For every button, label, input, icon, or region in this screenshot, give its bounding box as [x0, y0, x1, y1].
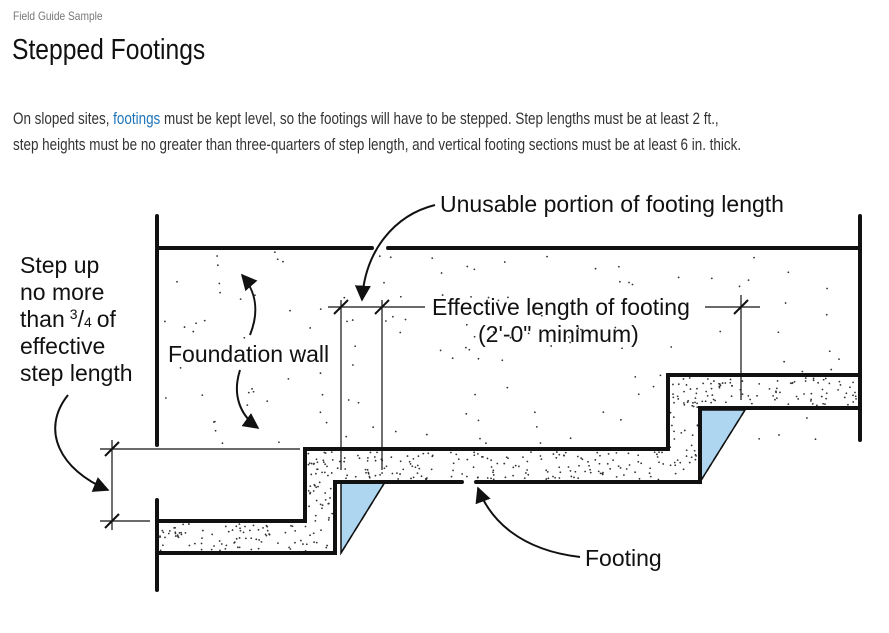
- wall-outline: [155, 214, 862, 592]
- leader-arrows: [54, 204, 581, 558]
- concrete-stipple: [159, 251, 857, 552]
- footings-link[interactable]: footings: [113, 110, 161, 128]
- label-effective-length: Effective length of footing: [432, 294, 690, 320]
- svg-text:Step up: Step up: [20, 252, 99, 278]
- page-title: Stepped Footings: [12, 34, 206, 66]
- intro-text: On sloped sites,: [13, 110, 114, 128]
- intro-text: step heights must be no greater than thr…: [13, 136, 742, 154]
- intro-paragraph: On sloped sites, footings must be kept l…: [13, 106, 741, 158]
- section-kicker: Field Guide Sample: [13, 9, 103, 23]
- dimension-lines: [100, 295, 760, 530]
- label-foundation-wall: Foundation wall: [168, 341, 329, 367]
- svg-text:no more: no more: [20, 279, 104, 305]
- dimension-ticks: [104, 299, 749, 529]
- intro-text: must be kept level, so the footings will…: [160, 110, 719, 128]
- label-footing: Footing: [585, 545, 662, 571]
- svg-text:effective: effective: [20, 333, 105, 359]
- label-unusable: Unusable portion of footing length: [440, 191, 784, 217]
- label-effective-min: (2'-0" minimum): [478, 321, 639, 347]
- svg-text:step length: step length: [20, 360, 133, 386]
